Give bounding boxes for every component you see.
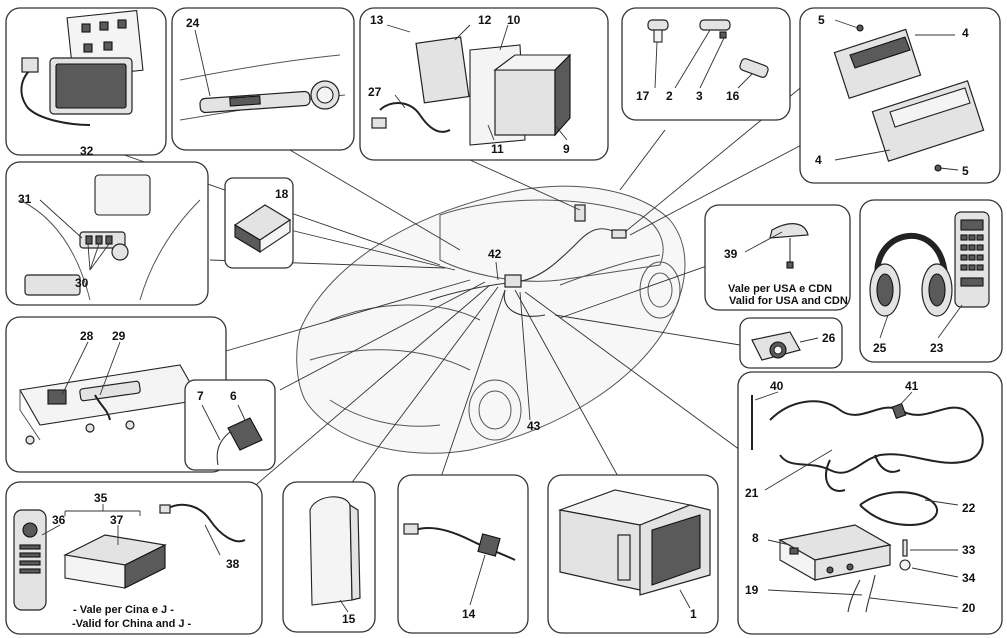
callout-10: 10 xyxy=(507,13,521,27)
callout-33: 33 xyxy=(962,543,976,557)
callout-24: 24 xyxy=(186,16,200,30)
callout-34: 34 xyxy=(962,571,976,585)
callout-14: 14 xyxy=(462,607,476,621)
callout-35: 35 xyxy=(94,491,108,505)
callout-11: 11 xyxy=(491,142,504,156)
callout-39: 39 xyxy=(724,247,738,261)
panel-monitor-32: 32 xyxy=(5,7,167,158)
note-usa-english: Valid for USA and CDN xyxy=(729,295,848,307)
callout-27: 27 xyxy=(368,85,382,99)
callout-6: 6 xyxy=(230,389,237,403)
callout-8: 8 xyxy=(752,531,759,545)
panel-modules-9-13: 13 12 10 27 11 9 xyxy=(359,7,609,161)
callout-26: 26 xyxy=(822,331,836,345)
panel-cable-14: 14 xyxy=(397,474,529,634)
car-illustration xyxy=(296,185,686,454)
callout-41: 41 xyxy=(905,379,919,393)
callout-16: 16 xyxy=(726,89,740,103)
callout-1: 1 xyxy=(690,607,697,621)
callout-13: 13 xyxy=(370,13,384,27)
panel-headphones-remote: 25 23 xyxy=(859,199,1003,363)
panel-sensors-2-17: 17 2 3 16 xyxy=(621,7,791,121)
callout-12: 12 xyxy=(478,13,492,27)
note-china-italian: - Vale per Cina e J - xyxy=(73,604,174,616)
callout-22: 22 xyxy=(962,501,976,515)
callout-25: 25 xyxy=(873,341,887,355)
callout-40: 40 xyxy=(770,379,784,393)
note-china-english: -Valid for China and J - xyxy=(72,618,192,630)
callout-43: 43 xyxy=(527,419,541,433)
callout-4a: 4 xyxy=(962,26,969,40)
note-usa-italian: Vale per USA e CDN xyxy=(728,283,832,295)
panel-tag-6-7: 7 6 xyxy=(184,379,276,471)
callout-7: 7 xyxy=(197,389,204,403)
callout-5b: 5 xyxy=(962,164,969,178)
callout-4b: 4 xyxy=(815,153,822,167)
callout-42: 42 xyxy=(488,247,502,261)
panel-headunit-1: 1 xyxy=(547,474,719,634)
callout-19: 19 xyxy=(745,583,759,597)
callout-37: 37 xyxy=(110,513,124,527)
panel-cover-15: 15 xyxy=(282,481,376,633)
callout-38: 38 xyxy=(226,557,240,571)
callout-5a: 5 xyxy=(818,13,825,27)
panel-module-18: 18 xyxy=(224,177,294,269)
callout-17: 17 xyxy=(636,89,650,103)
callout-9: 9 xyxy=(563,142,570,156)
callout-28: 28 xyxy=(80,329,94,343)
panel-antenna-39: 39 Vale per USA e CDN Valid for USA and … xyxy=(704,204,851,311)
callout-2: 2 xyxy=(666,89,673,103)
callout-23: 23 xyxy=(930,341,944,355)
callout-18: 18 xyxy=(275,187,289,201)
callout-36: 36 xyxy=(52,513,66,527)
callout-3: 3 xyxy=(696,89,703,103)
callout-20: 20 xyxy=(962,601,976,615)
callout-31: 31 xyxy=(18,192,32,206)
callout-29: 29 xyxy=(112,329,126,343)
panel-amplifiers-4-5: 5 4 4 5 xyxy=(799,7,1001,184)
panel-dashboard-24: 24 xyxy=(171,7,355,151)
panel-player-35-38: 35 36 37 38 - Vale per Cina e J - -Valid… xyxy=(5,481,263,635)
callout-21: 21 xyxy=(745,486,759,500)
panel-harness-8-41: 40 41 21 22 8 33 34 19 20 xyxy=(737,371,1003,635)
callout-30: 30 xyxy=(75,276,89,290)
panel-camera-26: 26 xyxy=(739,317,843,369)
callout-32: 32 xyxy=(80,144,94,158)
panel-console-30-31: 31 30 xyxy=(5,161,209,306)
callout-15: 15 xyxy=(342,612,356,626)
panel-wiring-28-29: 28 29 xyxy=(5,316,227,473)
